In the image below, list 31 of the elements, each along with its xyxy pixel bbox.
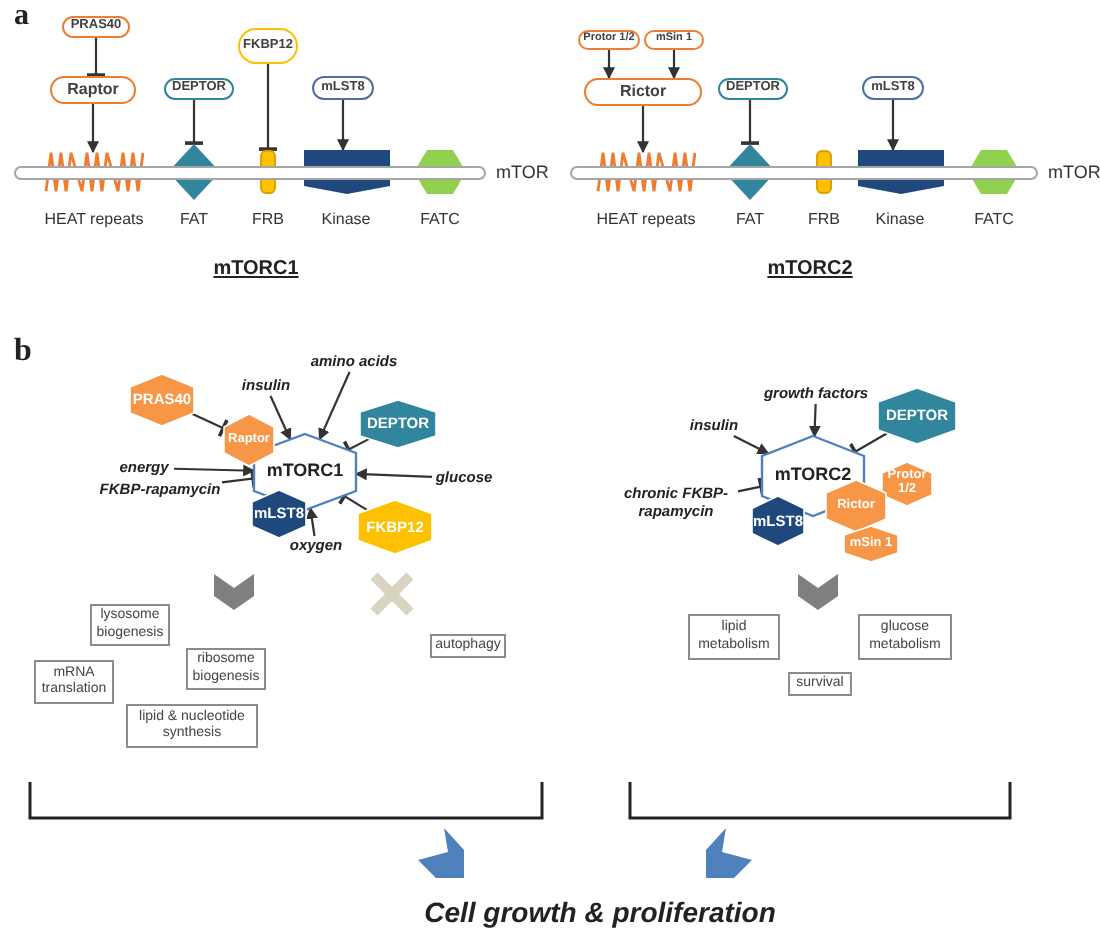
chevron-arrow — [706, 828, 752, 878]
chevron-arrow — [214, 574, 254, 610]
complex-title: mTORC2 — [767, 260, 853, 280]
arrow — [887, 100, 899, 152]
protein-box: Rictor — [584, 78, 702, 106]
arrow — [603, 50, 615, 80]
inhibition-line — [741, 100, 759, 145]
panel-letter: b — [14, 336, 32, 368]
arrow — [269, 395, 292, 441]
arrow — [173, 464, 256, 477]
outcome-title: Cell growth & proliferation — [424, 898, 776, 926]
arrow — [318, 371, 351, 441]
protein-box: Raptor — [50, 76, 136, 104]
arrow — [808, 403, 821, 438]
panel-letter: a — [14, 2, 29, 32]
inhibition-line — [737, 477, 765, 496]
chevron-arrow — [418, 828, 464, 878]
arrow — [87, 104, 99, 154]
inhibition-line — [259, 64, 277, 151]
arrow — [668, 50, 680, 80]
inhibition-line — [185, 100, 203, 145]
complex-title: mTORC1 — [213, 260, 299, 280]
arrow — [306, 506, 318, 537]
chevron-arrow — [798, 574, 838, 610]
arrow — [354, 468, 433, 481]
inhibition-line — [221, 469, 256, 488]
arrow — [337, 100, 349, 152]
arrow — [637, 106, 649, 154]
arrow — [733, 435, 770, 455]
inhibition-line — [191, 412, 229, 438]
inhibition-line — [87, 38, 105, 77]
